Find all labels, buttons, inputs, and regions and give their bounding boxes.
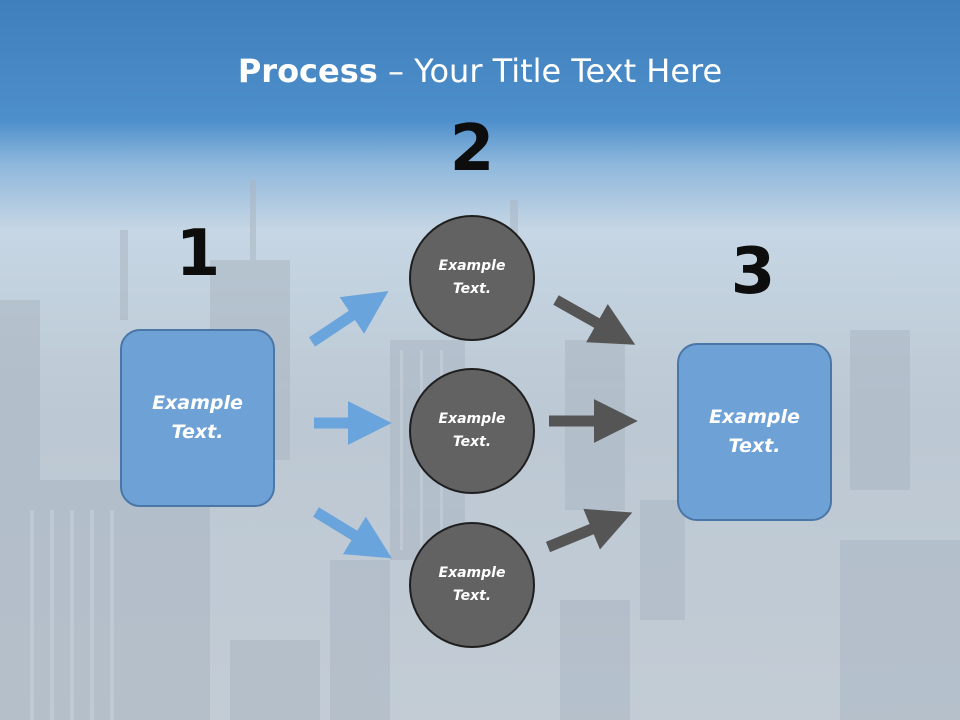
right-box-text: Example Text.	[709, 406, 800, 457]
circle-top: Example Text.	[409, 215, 535, 341]
title-rest: – Your Title Text Here	[377, 52, 723, 90]
right-box: Example Text.	[677, 343, 832, 521]
step-number-2: 2	[449, 112, 495, 186]
circle-top-text: Example Text.	[438, 258, 506, 297]
circle-bottom: Example Text.	[409, 522, 535, 648]
circle-middle-text: Example Text.	[438, 411, 506, 450]
step-number-3: 3	[730, 235, 776, 309]
left-box: Example Text.	[120, 329, 275, 507]
blue-arrow-down	[313, 507, 392, 559]
left-box-text: Example Text.	[152, 392, 243, 443]
blue-arrow-up	[308, 291, 389, 347]
slide-title: Process – Your Title Text Here	[0, 52, 960, 90]
circle-bottom-text: Example Text.	[438, 565, 506, 604]
gray-arrow-down	[553, 295, 636, 345]
circle-middle: Example Text.	[409, 368, 535, 494]
title-bold: Process	[237, 52, 378, 90]
gray-arrow-up	[545, 508, 633, 553]
step-number-1: 1	[175, 217, 221, 291]
